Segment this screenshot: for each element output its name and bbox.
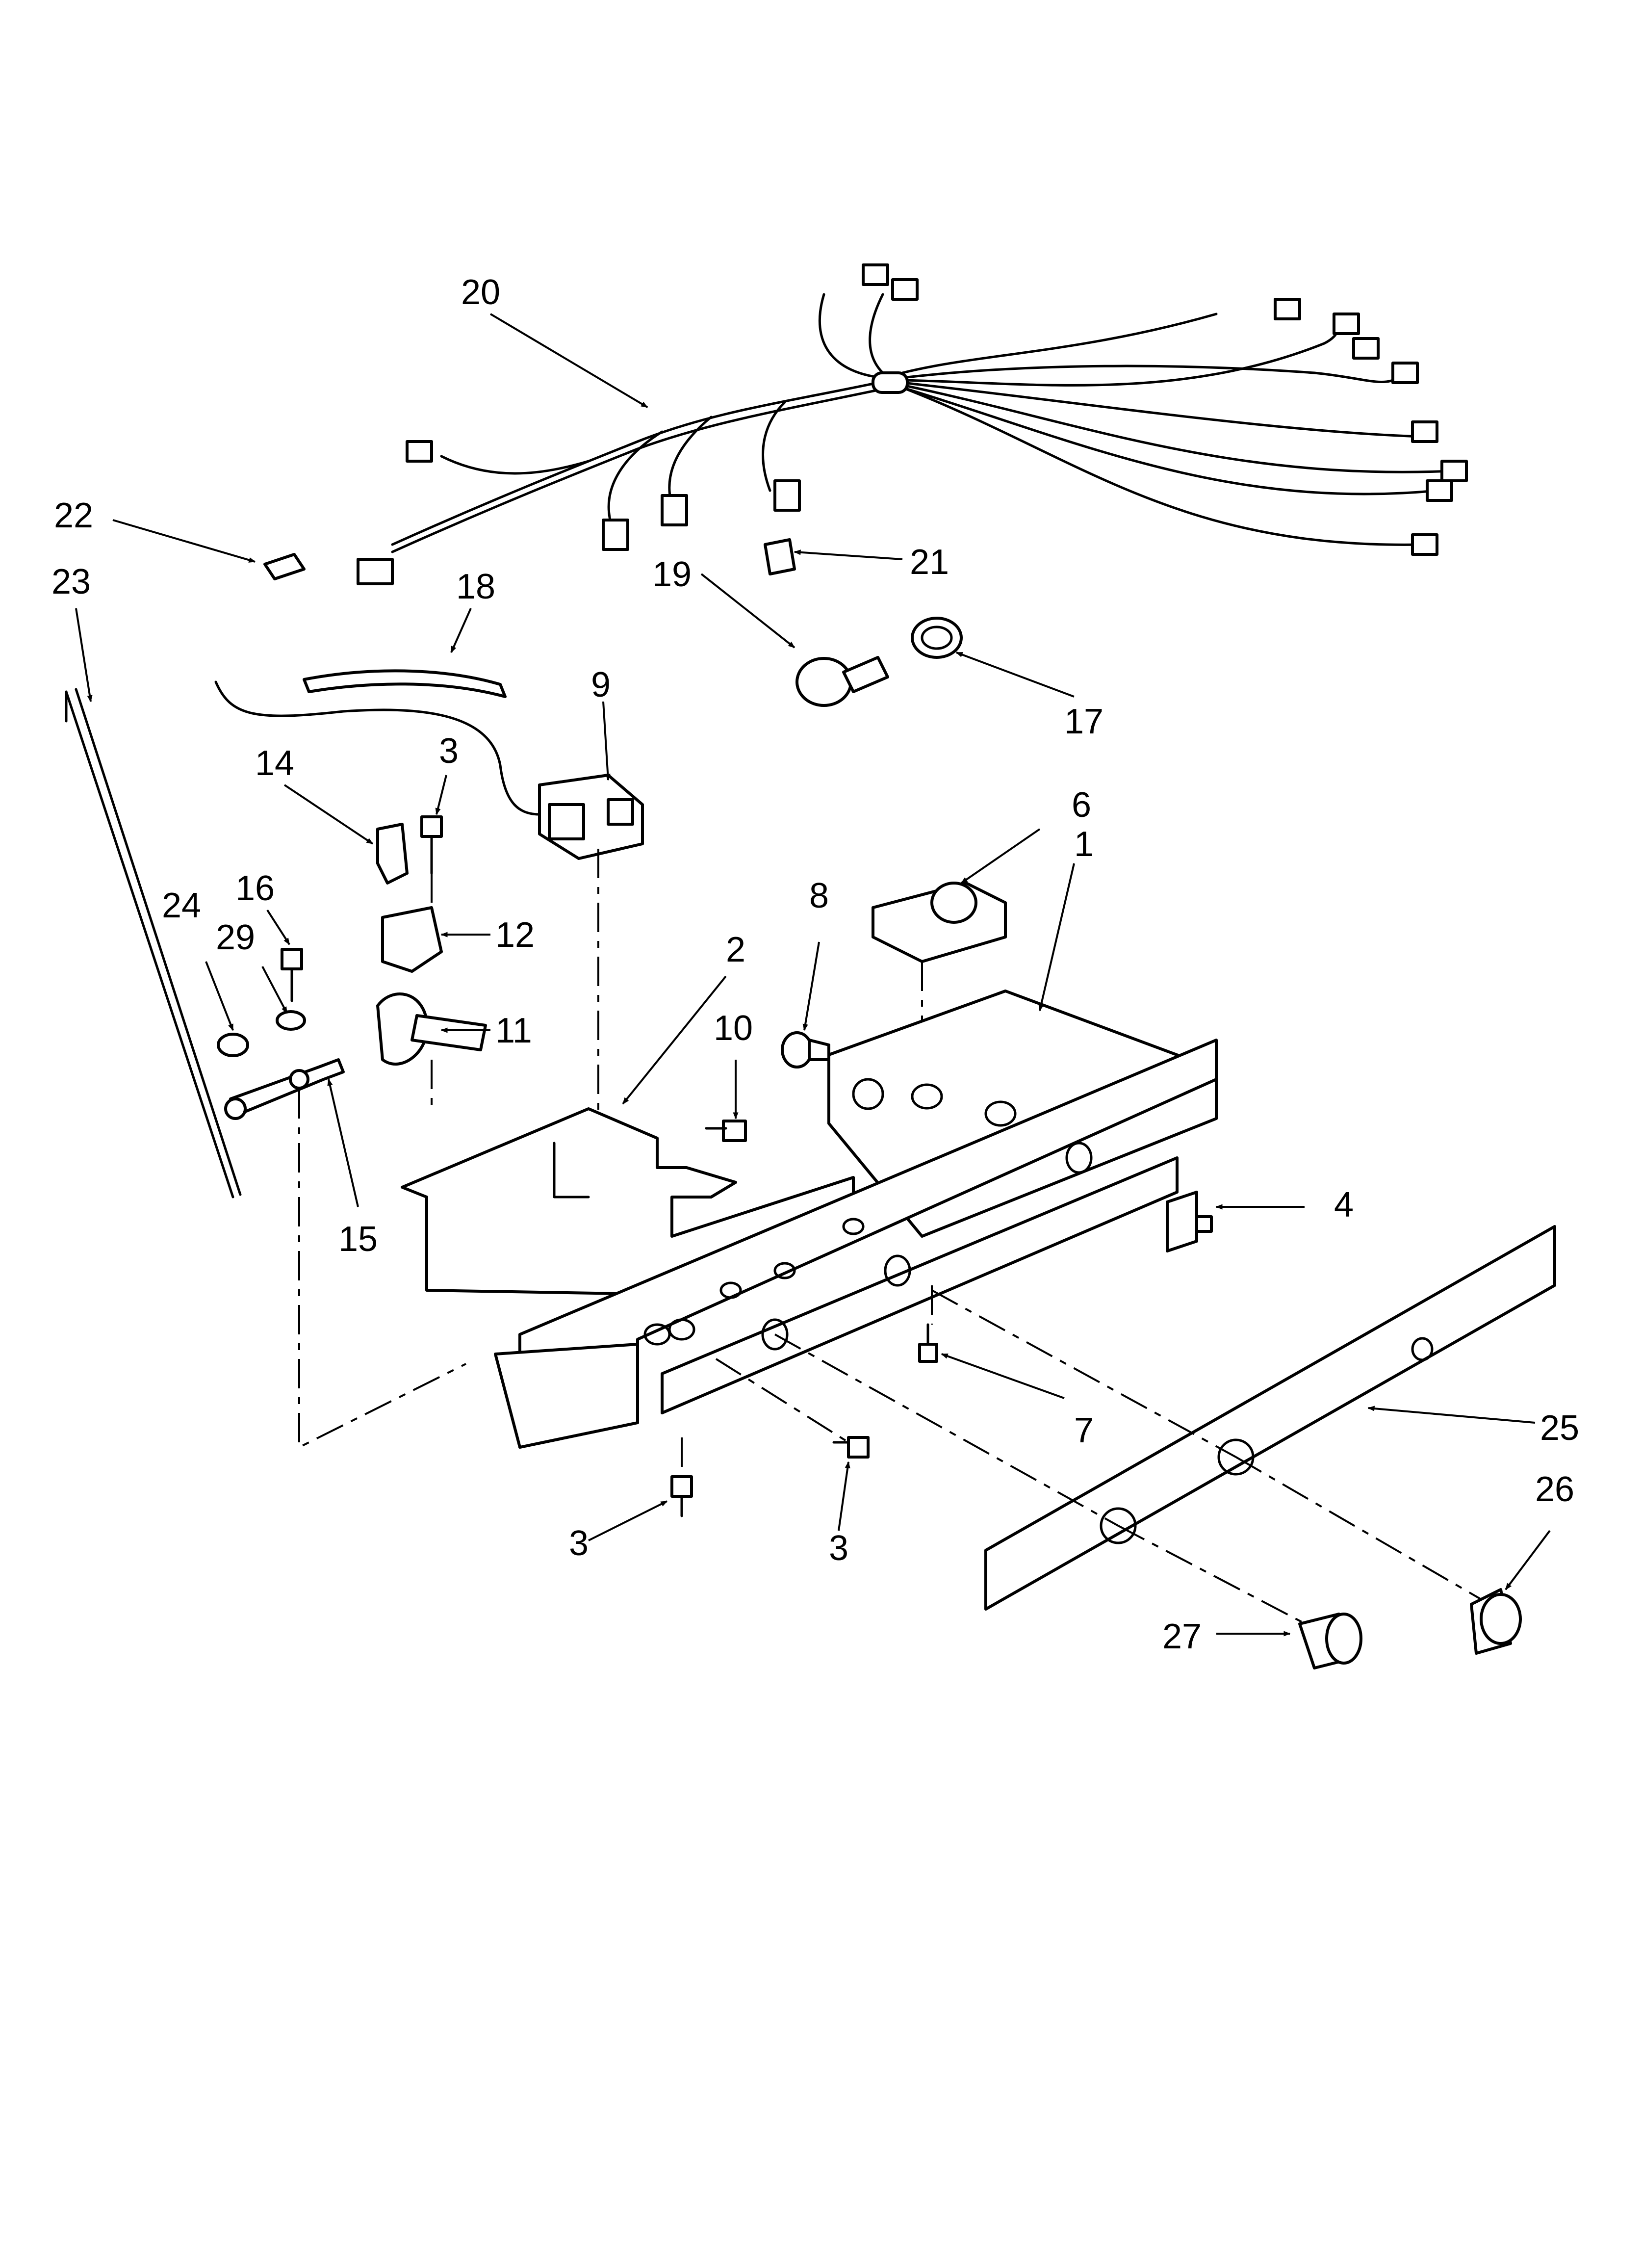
callout-29: 29: [216, 918, 255, 957]
bracket: [381, 906, 443, 973]
washer: [276, 1010, 306, 1031]
light-bulb: [795, 656, 889, 707]
callout-20: 20: [461, 273, 500, 312]
callout-10: 10: [714, 1009, 753, 1048]
callout-11: 11: [495, 1011, 532, 1050]
connector-plug: [764, 538, 796, 575]
callout-labels: 20 22 23 21 19 18 17 9 3 14 6 1 16 24 29…: [51, 273, 1579, 1656]
damper-arm: [224, 1058, 345, 1120]
wire-harness: [357, 263, 1468, 585]
wire-clip: [263, 553, 306, 580]
control-cover: [376, 823, 409, 885]
callout-23: 23: [51, 562, 91, 601]
callout-3-right: 3: [829, 1529, 848, 1568]
callout-17: 17: [1064, 702, 1103, 741]
screw: [705, 1120, 747, 1142]
callout-8: 8: [809, 876, 829, 915]
control-panel: [984, 1225, 1556, 1611]
callout-3-left: 3: [569, 1524, 589, 1563]
callout-25: 25: [1540, 1408, 1579, 1448]
light-socket: [911, 617, 963, 659]
callout-19: 19: [652, 555, 692, 594]
callout-3-top: 3: [439, 731, 459, 771]
screw: [281, 948, 303, 970]
damper-rod: [65, 688, 242, 1199]
callout-21: 21: [910, 543, 949, 582]
callout-7: 7: [1074, 1411, 1094, 1450]
defrost-timer: [872, 882, 1007, 963]
damper-control: [376, 992, 487, 1066]
callout-1: 1: [1074, 825, 1094, 864]
control-knob: [1298, 1613, 1362, 1669]
callout-16: 16: [235, 869, 275, 908]
cold-control-thermostat: [538, 774, 644, 860]
callout-14: 14: [255, 744, 294, 783]
washer: [217, 1033, 249, 1057]
screw: [670, 1475, 693, 1517]
sensing-wire: [214, 680, 541, 816]
callout-15: 15: [338, 1220, 378, 1259]
control-knob: [1470, 1588, 1522, 1655]
grommet: [781, 1031, 830, 1069]
control-housing: [494, 990, 1218, 1449]
screw: [420, 815, 443, 875]
callout-12: 12: [495, 915, 535, 955]
light-switch: [1166, 1191, 1213, 1252]
callout-26: 26: [1535, 1470, 1574, 1509]
callout-2: 2: [726, 930, 745, 969]
callout-18: 18: [456, 567, 495, 606]
screw: [832, 1436, 870, 1459]
callout-4: 4: [1334, 1185, 1354, 1225]
screw: [918, 1323, 938, 1363]
capillary-tube: [303, 669, 507, 698]
callout-9: 9: [591, 665, 611, 704]
callout-24: 24: [162, 886, 201, 925]
callout-22: 22: [54, 496, 93, 535]
callout-leaders: [75, 313, 1551, 1637]
callout-6: 6: [1072, 785, 1091, 825]
callout-27: 27: [1162, 1617, 1202, 1656]
